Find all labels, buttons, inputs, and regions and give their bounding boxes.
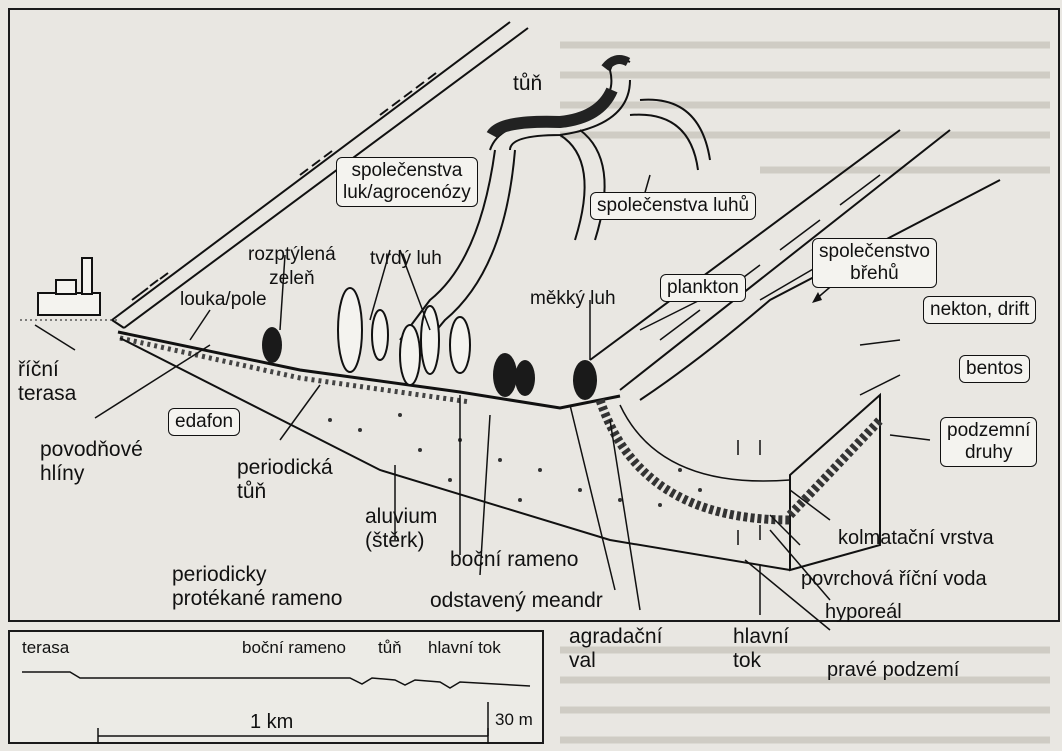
block-front-edge [120, 338, 790, 570]
inset-scale-horizontal: 1 km [250, 712, 293, 732]
label-periodicky-protekane-rameno: periodicky protékané rameno [172, 563, 342, 611]
label-tvrdy-luh: tvrdý luh [370, 247, 442, 271]
trees [338, 288, 470, 385]
label-nekton: nekton, drift [923, 296, 1036, 324]
label-povrchova-ricni-voda: povrchová říční voda [801, 567, 987, 591]
label-louka-pole: louka/pole [180, 288, 267, 312]
main-river-banks [590, 130, 1000, 400]
label-prave-podzemi: pravé podzemí [827, 658, 959, 682]
inset-label-bocni-rameno: boční rameno [242, 638, 346, 658]
label-tun-top: tůň [513, 72, 542, 96]
label-podzemni-druhy: podzemní druhy [940, 417, 1037, 467]
label-mekky-luh: měkký luh [530, 287, 616, 311]
building-icon [38, 258, 100, 315]
label-agradacni-val: agradační val [569, 625, 662, 673]
river-bed-section [600, 400, 790, 520]
label-hlavni-tok: hlavní tok [733, 625, 789, 673]
label-ricni-terasa: říční terasa [18, 358, 76, 406]
label-spolecenstva-luk: společenstva luk/agrocenózy [336, 157, 478, 207]
inset-scale-vertical: 30 m [495, 710, 533, 730]
label-odstaveny-meandr: odstavený meandr [430, 589, 603, 613]
profile-inset: terasa boční rameno tůň hlavní tok 1 km … [8, 630, 544, 744]
label-bentos: bentos [959, 355, 1030, 383]
pool-top-shape [492, 90, 612, 135]
label-povodnove-hliny: povodňové hlíny [40, 438, 143, 486]
floodplain-surface [118, 332, 620, 408]
inset-label-terasa: terasa [22, 638, 69, 658]
label-kolmatacni-vrstva: kolmatační vrstva [838, 526, 994, 550]
label-rozptylena-zelen: rozptýlená zeleň [248, 243, 336, 291]
label-periodicka-tun: periodická tůň [237, 456, 333, 504]
label-edafon: edafon [168, 408, 240, 436]
label-aluvium: aluvium (štěrk) [365, 505, 437, 553]
gravel-dots [328, 413, 702, 507]
label-spolecenstvo-brehu: společenstvo břehů [812, 238, 937, 288]
inset-label-tun: tůň [378, 638, 402, 658]
label-plankton: plankton [660, 274, 746, 302]
label-bocni-rameno: boční rameno [450, 548, 578, 572]
label-hyporeal: hyporeál [825, 600, 902, 624]
inset-label-hlavni-tok: hlavní tok [428, 638, 501, 658]
label-spolecenstva-luhu: společenstva luhů [590, 192, 756, 220]
